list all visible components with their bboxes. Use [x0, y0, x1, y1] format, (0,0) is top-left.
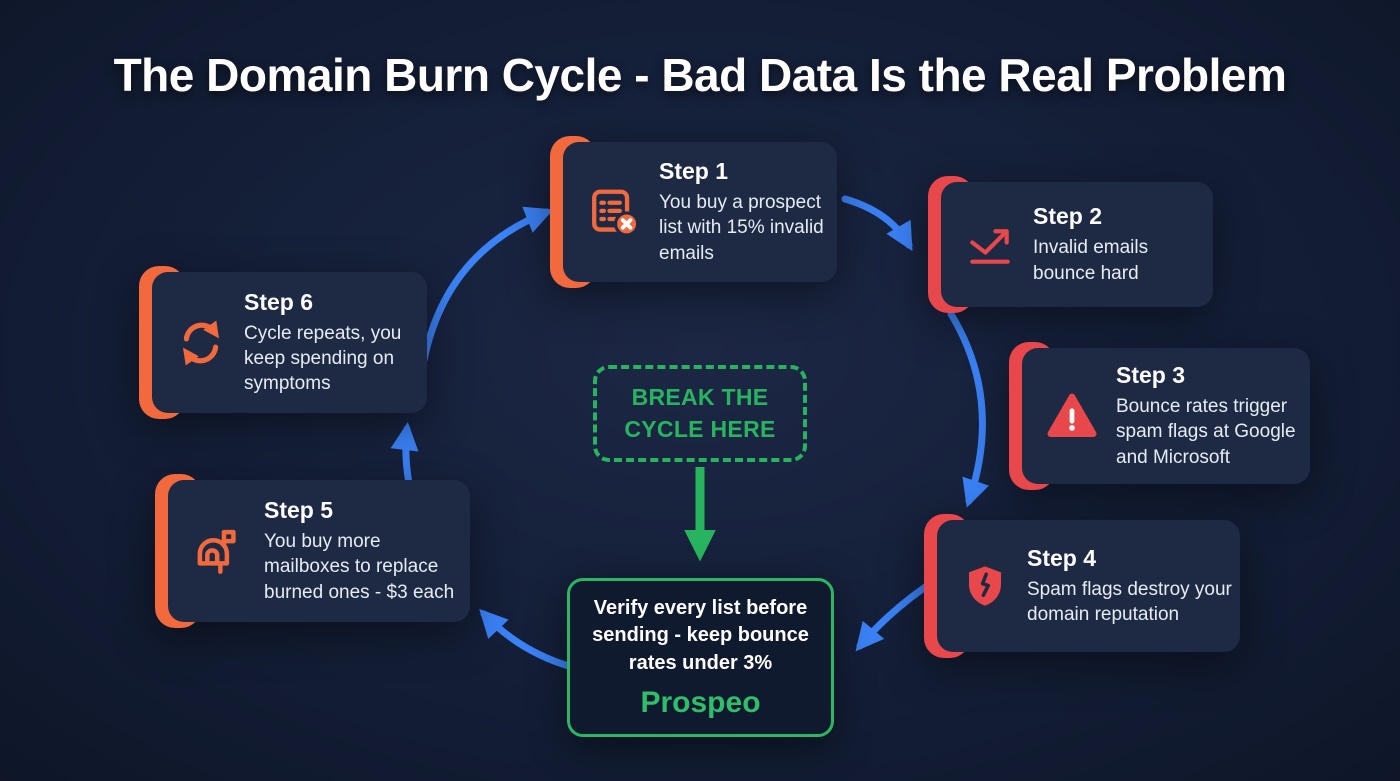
step-content: Step 2 Invalid emails bounce hard: [1033, 203, 1183, 285]
brand-logo: Prospeo: [640, 686, 761, 720]
arrow-step2-to-step4-icon: [947, 310, 989, 508]
arrow-solution-to-step5-icon: [479, 608, 576, 671]
step-label: Step 2: [1033, 203, 1103, 230]
broken-shield-icon: [969, 566, 1001, 606]
step-label: Step 6: [244, 288, 314, 315]
step-card-2: Step 2 Invalid emails bounce hard: [928, 176, 1213, 313]
break-cycle-label: BREAK THE CYCLE HERE: [624, 384, 776, 442]
solution-box: Verify every list before sending - keep …: [567, 578, 834, 737]
arrow-step6-to-step1-icon: [420, 206, 554, 364]
step-text: You buy more mailboxes to replace burned…: [264, 531, 455, 603]
step-card-6: Step 6 Cycle repeats, you keep spending …: [139, 266, 427, 419]
step-text: Bounce rates trigger spam flags at Googl…: [1116, 396, 1296, 468]
step-content: Step 4 Spam flags destroy your domain re…: [1027, 545, 1235, 627]
card-surface: Step 1 You buy a prospect list with 15% …: [563, 142, 837, 282]
step-text: Invalid emails bounce hard: [1033, 237, 1149, 284]
step-content: Step 6 Cycle repeats, you keep spending …: [244, 289, 416, 396]
step-content: Step 1 You buy a prospect list with 15% …: [659, 158, 847, 265]
step-content: Step 5 You buy more mailboxes to replace…: [264, 497, 469, 604]
card-surface: Step 4 Spam flags destroy your domain re…: [937, 520, 1240, 652]
invalid-list-icon: [592, 189, 640, 237]
warning-triangle-icon: [1047, 393, 1097, 438]
step-text: Cycle repeats, you keep spending on symp…: [244, 322, 402, 395]
step-label: Step 5: [264, 497, 334, 524]
step-label: Step 4: [1027, 544, 1097, 571]
card-surface: Step 6 Cycle repeats, you keep spending …: [152, 272, 427, 413]
card-surface: Step 3 Bounce rates trigger spam flags a…: [1022, 348, 1310, 484]
step-text: Spam flags destroy your domain reputatio…: [1027, 578, 1232, 625]
cycle-icon: [183, 319, 219, 366]
card-surface: Step 2 Invalid emails bounce hard: [941, 182, 1213, 307]
page-title: The Domain Burn Cycle - Bad Data Is the …: [113, 49, 1287, 101]
step-card-1: Step 1 You buy a prospect list with 15% …: [550, 136, 837, 288]
break-cycle-callout: BREAK THE CYCLE HERE: [593, 365, 807, 462]
step-card-4: Step 4 Spam flags destroy your domain re…: [924, 514, 1240, 658]
step-content: Step 3 Bounce rates trigger spam flags a…: [1116, 362, 1312, 469]
mailbox-icon: [197, 529, 236, 574]
step-label: Step 3: [1116, 362, 1186, 389]
bounce-trend-icon: [970, 228, 1010, 264]
step-label: Step 1: [659, 158, 729, 185]
step-text: You buy a prospect list with 15% invalid…: [659, 192, 824, 264]
step-card-5: Step 5 You buy more mailboxes to replace…: [155, 474, 470, 628]
arrow-step1-to-step2-icon: [841, 195, 913, 252]
solution-text: Verify every list before sending - keep …: [592, 596, 809, 674]
card-surface: Step 5 You buy more mailboxes to replace…: [168, 480, 470, 622]
step-card-3: Step 3 Bounce rates trigger spam flags a…: [1009, 342, 1310, 490]
